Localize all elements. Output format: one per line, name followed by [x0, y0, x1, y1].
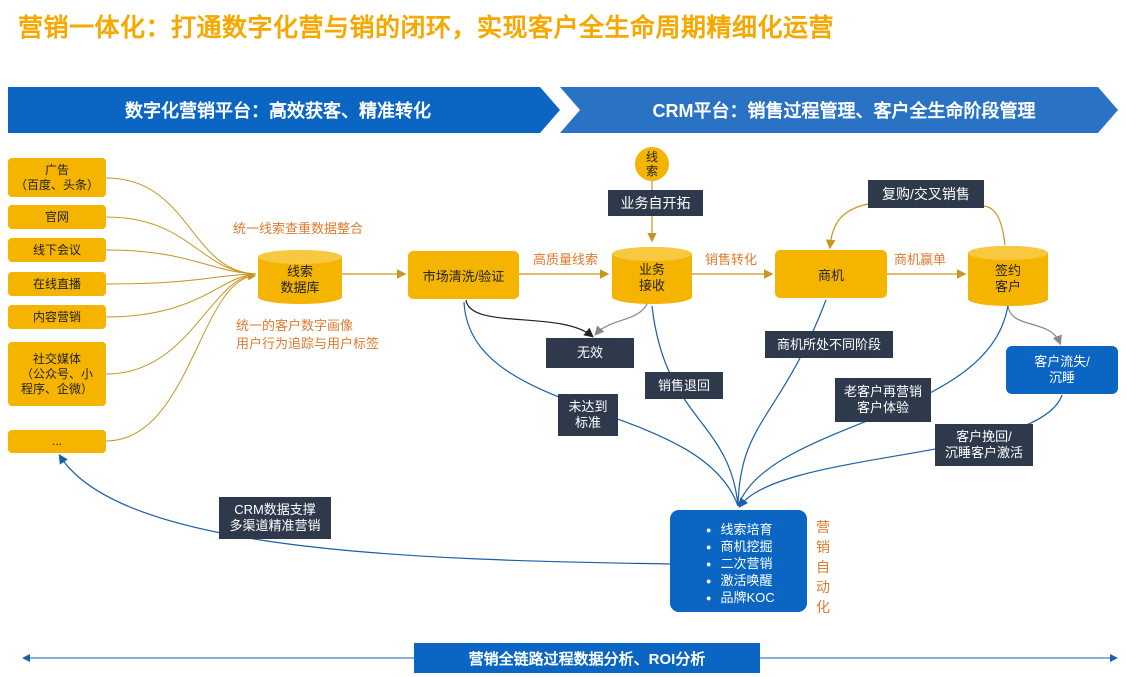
automation-item: 品牌KOC — [706, 590, 807, 607]
unify-leads-label: 统一线索查重数据整合 — [233, 221, 364, 236]
automation-item: 线索培育 — [706, 522, 807, 539]
market-cleanse-box: 市场清洗/验证 — [408, 251, 519, 299]
source-website: 官网 — [8, 205, 106, 229]
source-content-marketing: 内容营销 — [8, 305, 106, 329]
source-ads: 广告 （百度、头条） — [8, 158, 106, 197]
unify-profile-label: 统一的客户数字画像 用户行为追踪与用户标签 — [236, 318, 380, 351]
banner-right-shape — [560, 87, 1118, 133]
lead-database-label: 线索 数据库 — [280, 264, 320, 295]
opp-stages-label: 商机所处不同阶段 — [765, 331, 893, 358]
crm-support-label: CRM数据支撑 多渠道精准营销 — [219, 497, 331, 539]
marketing-automation-box: 线索培育 商机挖掘 二次营销 激活唤醒 品牌KOC — [670, 510, 807, 612]
automation-list: 线索培育 商机挖掘 二次营销 激活唤醒 品牌KOC — [706, 522, 807, 607]
source-more: ... — [8, 430, 106, 453]
signed-customer-label: 签约 客户 — [994, 263, 1021, 294]
invalid-label: 无效 — [546, 338, 634, 368]
biz-accept-label: 业务 接收 — [638, 262, 665, 293]
churn-box: 客户流失/ 沉睡 — [1006, 346, 1118, 394]
opportunity-box: 商机 — [775, 250, 887, 298]
sales-return-label: 销售退回 — [645, 372, 723, 399]
bottom-analytics-banner: 营销全链路过程数据分析、ROI分析 — [414, 643, 760, 673]
banner-crm-platform: CRM平台：销售过程管理、客户全生命阶段管理 — [652, 101, 1036, 121]
banner-marketing-platform: 数字化营销平台：高效获客、精准转化 — [125, 101, 431, 121]
source-live-stream: 在线直播 — [8, 272, 106, 296]
banner-left-shape — [8, 87, 560, 133]
automation-item: 激活唤醒 — [706, 573, 807, 590]
automation-item: 商机挖掘 — [706, 539, 807, 556]
lead-circle — [635, 147, 669, 181]
hq-leads-label: 高质量线索 — [533, 252, 599, 267]
repurchase-label: 复购/交叉销售 — [868, 180, 984, 208]
win-back-label: 客户挽回/ 沉睡客户激活 — [935, 424, 1033, 466]
old-customer-label: 老客户再营销 客户体验 — [835, 378, 931, 422]
self-develop-label: 业务自开拓 — [608, 190, 703, 216]
sales-convert-label: 销售转化 — [705, 252, 758, 267]
automation-item: 二次营销 — [706, 556, 807, 573]
marketing-automation-label: 营 销 自 动 化 — [816, 519, 830, 615]
opp-win-label: 商机赢单 — [894, 252, 947, 267]
not-met-label: 未达到 标准 — [558, 394, 618, 436]
page-title: 营销一体化：打通数字化营与销的闭环，实现客户全生命周期精细化运营 — [18, 14, 835, 42]
source-offline-meeting: 线下会议 — [8, 238, 106, 262]
lead-circle-label: 线 索 — [645, 150, 658, 178]
source-social-media: 社交媒体 （公众号、小 程序、企微） — [8, 342, 106, 406]
